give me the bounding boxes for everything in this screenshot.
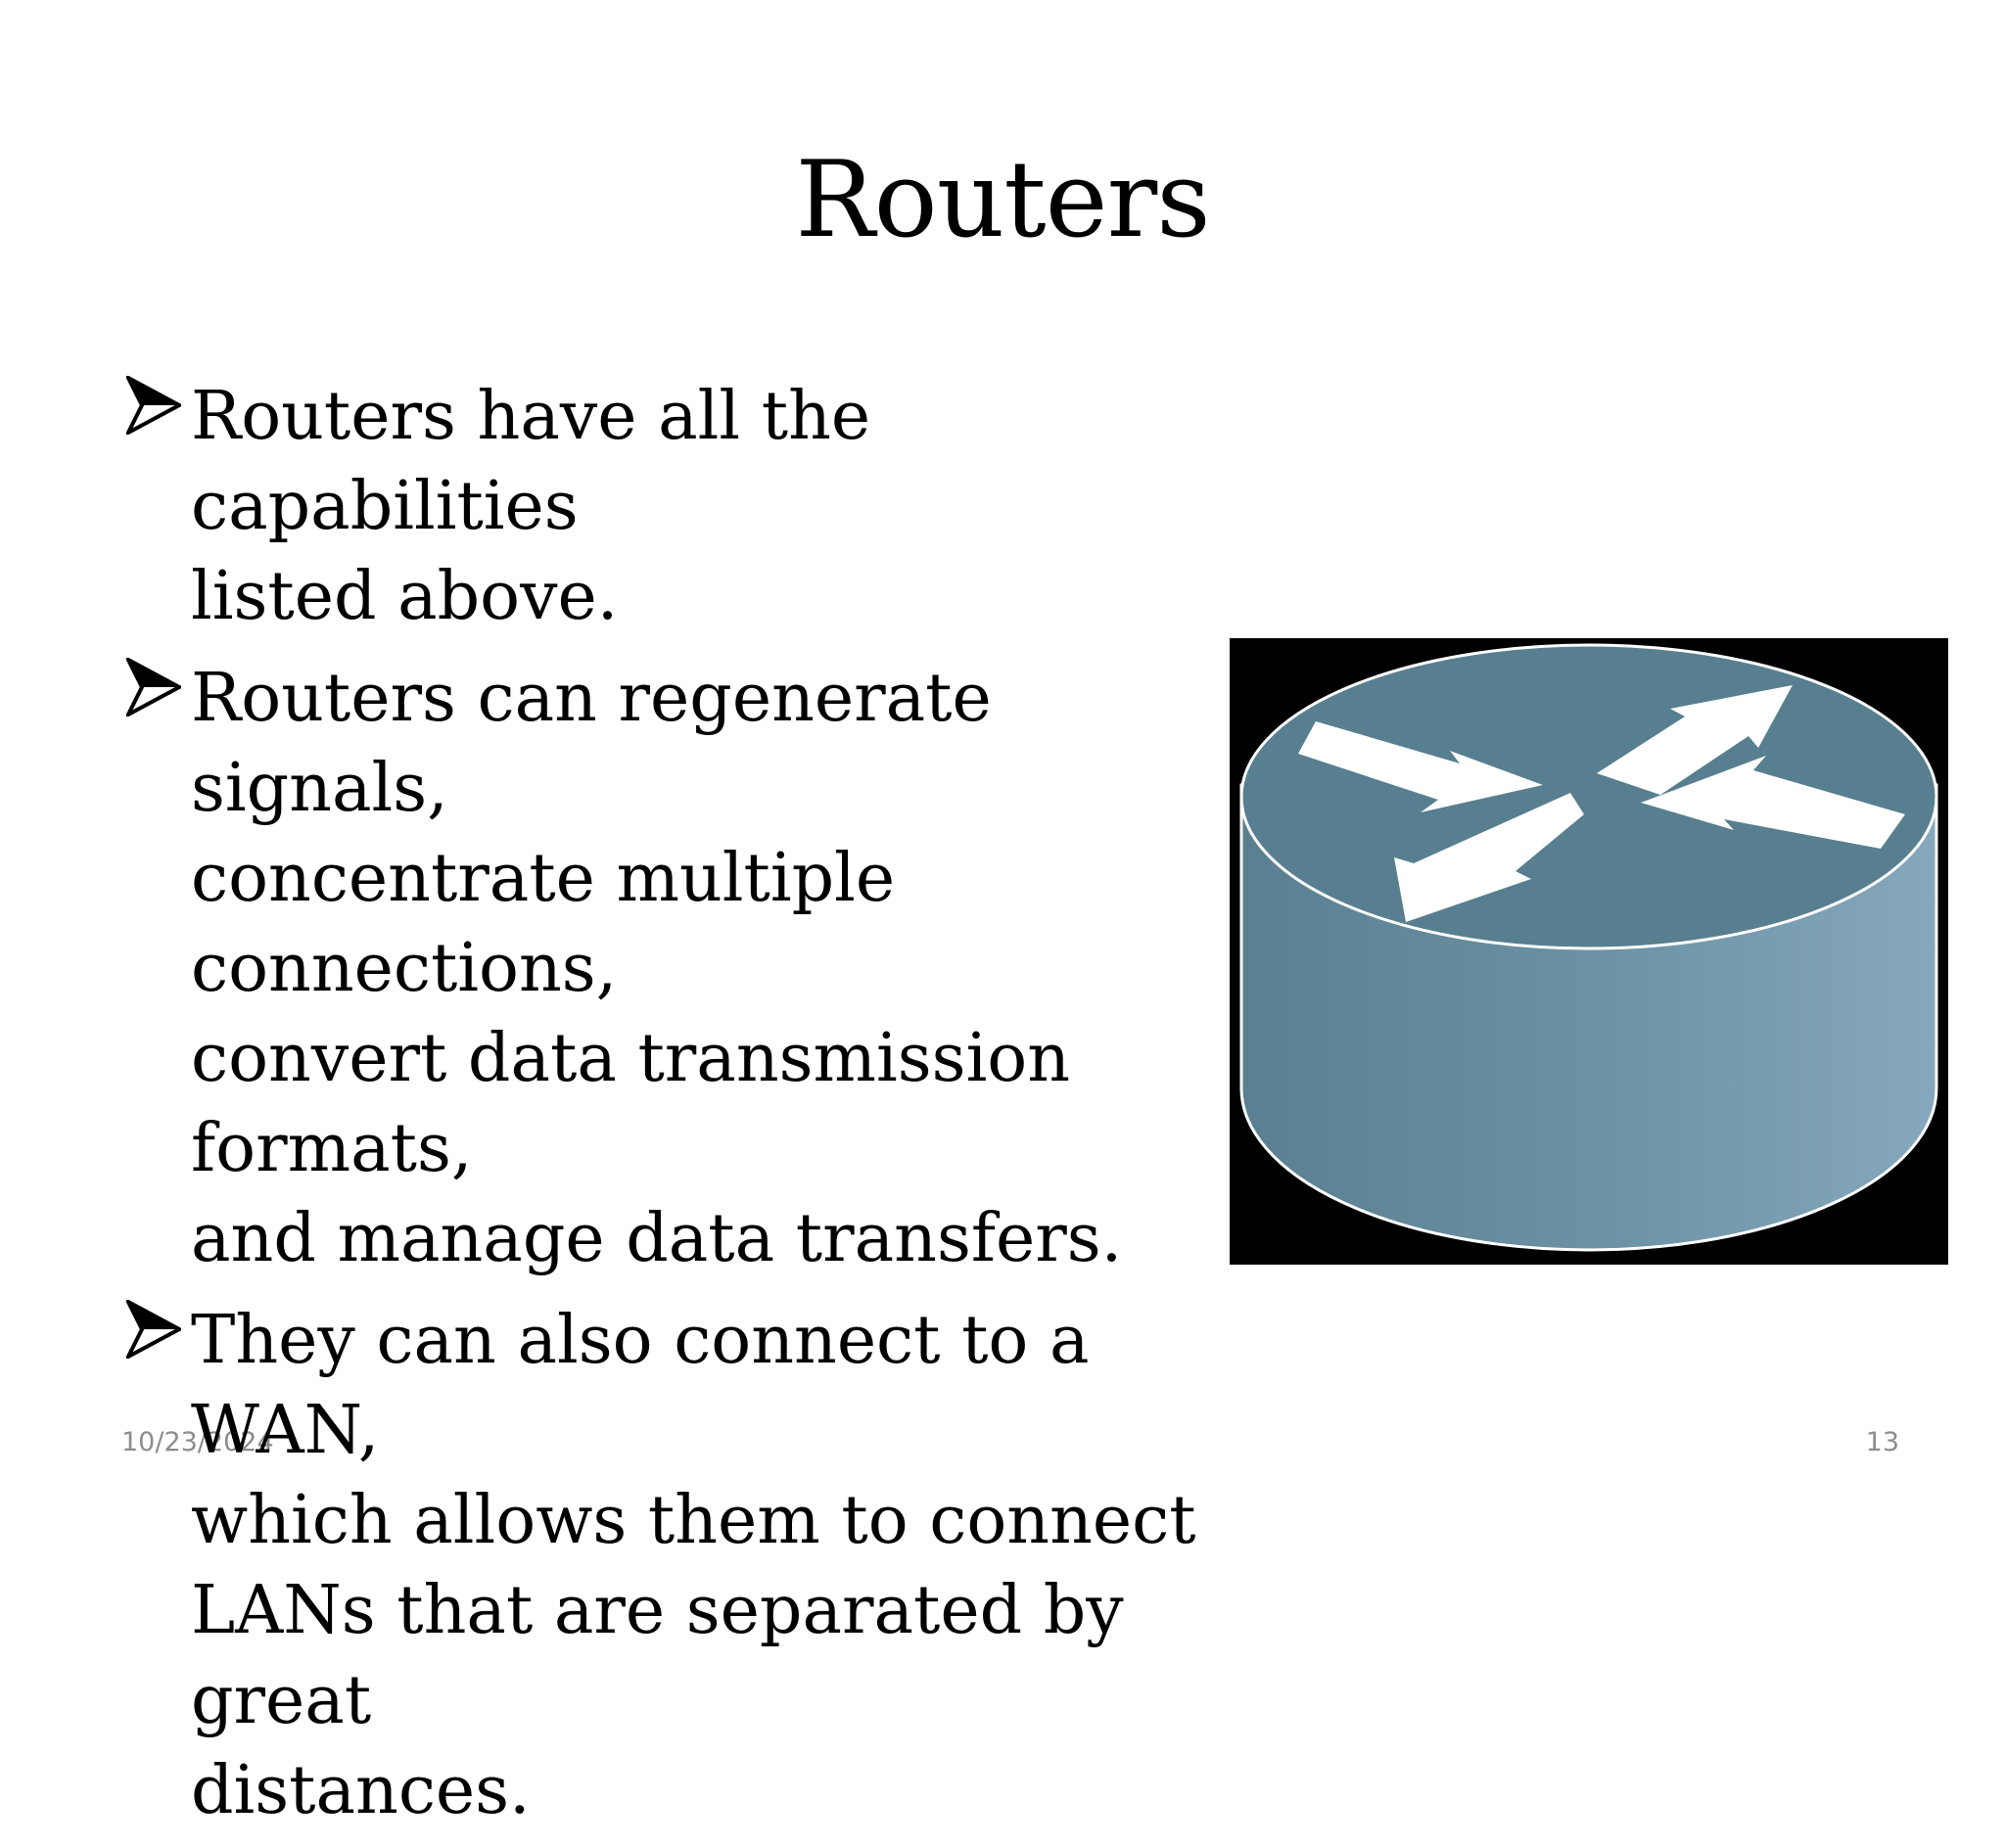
bullet-text: Routers can regenerate signals, concentr… (191, 660, 1123, 1277)
arrowhead-bullet-icon (126, 1300, 181, 1359)
bullet-item: Routers have all the capabilities listed… (122, 372, 1229, 642)
slide-title: Routers (795, 139, 1210, 261)
bullet-item: Routers can regenerate signals, concentr… (122, 654, 1229, 1284)
footer-date: 10/23/2024 (121, 1427, 274, 1457)
bullet-item: They can also connect to a WAN, which al… (122, 1296, 1229, 1836)
arrowhead-bullet-icon (126, 658, 181, 716)
bullet-text: Routers have all the capabilities listed… (191, 378, 871, 635)
footer-page-number: 13 (1865, 1427, 1899, 1457)
bullet-text: They can also connect to a WAN, which al… (191, 1302, 1196, 1829)
router-icon (1230, 638, 1948, 1265)
arrowhead-bullet-icon (126, 376, 181, 435)
bullet-list: Routers have all the capabilities listed… (122, 372, 1229, 1848)
slide: Routers Routers have all the capabilitie… (121, 139, 1948, 1829)
